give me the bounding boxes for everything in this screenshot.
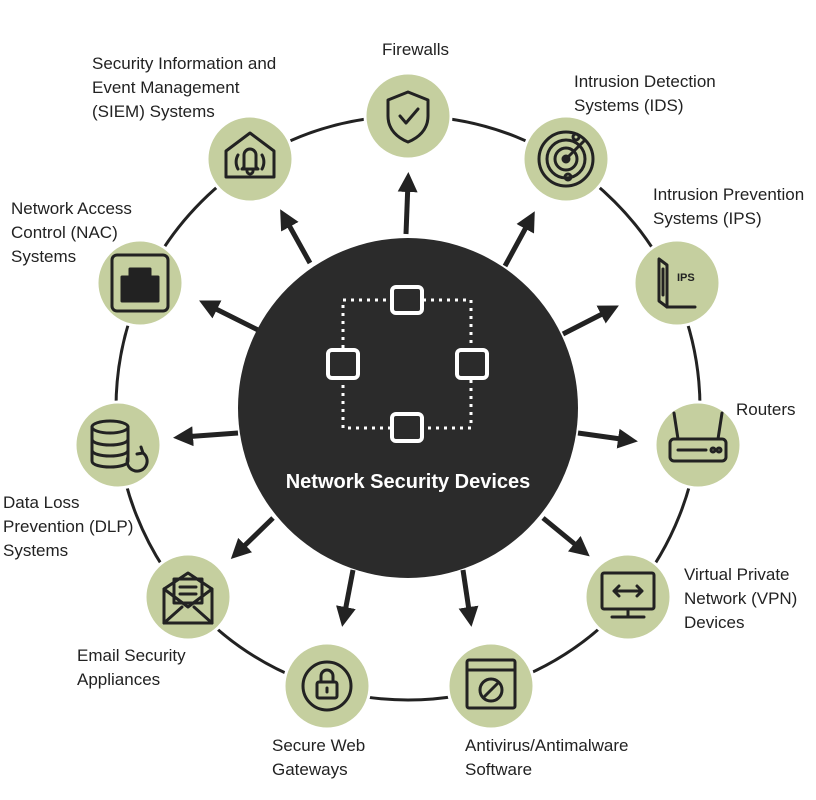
label-swg: Secure Web Gateways [272, 736, 366, 779]
label-firewalls: Firewalls [382, 40, 450, 59]
node-6 [446, 641, 536, 731]
ethernet-port-icon [110, 253, 170, 313]
arrow-4 [577, 428, 638, 449]
label-routers: Routers [736, 400, 796, 419]
node-circle [363, 71, 453, 161]
node-circle [632, 238, 722, 328]
envelope-icon [162, 571, 214, 625]
device-nodes: IPS [73, 71, 743, 731]
ips-monitor-icon: IPS [657, 257, 697, 309]
node-10 [95, 238, 185, 328]
arrow-7 [336, 569, 356, 627]
arrow-2 [502, 211, 535, 268]
node-circle [143, 552, 233, 642]
arrow-1 [397, 172, 418, 235]
center-title: Network Security Devices [286, 471, 531, 493]
node-circle [446, 641, 536, 731]
node-3: IPS [632, 238, 722, 328]
node-circle [653, 400, 743, 490]
label-email: Email Security Appliances [77, 646, 186, 689]
node-11 [205, 114, 295, 204]
node-circle [282, 641, 372, 731]
center-hub [238, 238, 578, 578]
label-ips: Intrusion Prevention Systems (IPS) [653, 185, 805, 228]
arrow-6 [458, 569, 479, 627]
arrow-11 [280, 209, 313, 265]
arrows [173, 172, 638, 627]
label-siem: Security Information and Event Managemen… [92, 54, 277, 121]
arrow-3 [561, 305, 619, 337]
vpn-monitor-icon [600, 571, 656, 619]
arrow-5 [541, 516, 590, 557]
database-sync-icon [90, 419, 149, 473]
radar-icon [537, 130, 595, 188]
node-circle [583, 552, 673, 642]
label-ids: Intrusion Detection Systems (IDS) [574, 72, 716, 115]
arrow-8 [230, 516, 275, 559]
node-4 [653, 400, 743, 490]
padlock-icon [301, 660, 353, 712]
ips-icon-text: IPS [677, 272, 695, 284]
shield-check-icon [386, 90, 430, 144]
node-1 [363, 71, 453, 161]
network-topology-icon [326, 285, 489, 443]
alarm-bell-icon [224, 131, 276, 179]
node-7 [282, 641, 372, 731]
node-9 [73, 400, 163, 490]
label-dlp: Data Loss Prevention (DLP) Systems [3, 493, 134, 560]
router-icon [668, 411, 728, 463]
node-8 [143, 552, 233, 642]
node-5 [583, 552, 673, 642]
node-2 [521, 114, 611, 204]
label-vpn: Virtual Private Network (VPN) Devices [684, 565, 798, 632]
arrow-9 [173, 426, 239, 447]
label-nac: Network Access Control (NAC) Systems [11, 199, 132, 266]
node-circle [205, 114, 295, 204]
label-antivirus: Antivirus/Antimalware Software [465, 736, 629, 779]
arrow-10 [199, 300, 260, 333]
blocked-window-icon [465, 658, 517, 710]
